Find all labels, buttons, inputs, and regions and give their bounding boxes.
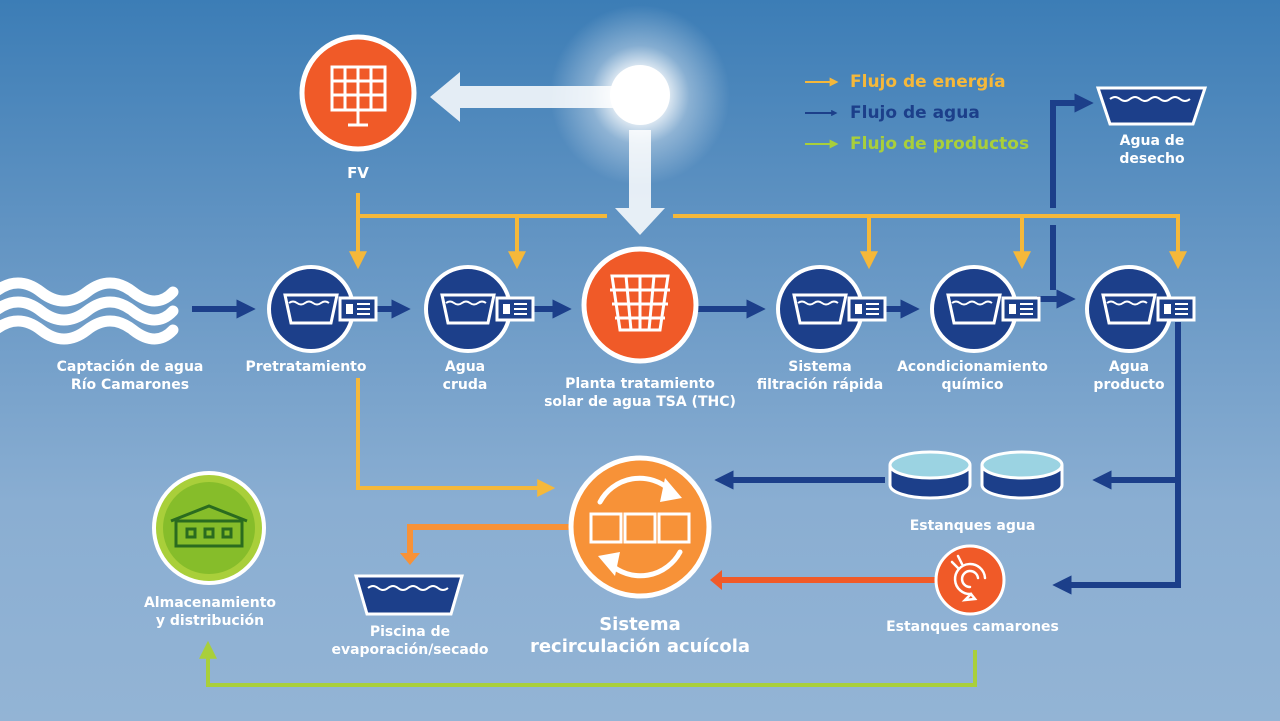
water-ponds-icon <box>888 450 1064 500</box>
waste-water-label: Agua de desecho <box>1119 133 1185 167</box>
intake-label: Captación de agua Río Camarones <box>56 359 204 393</box>
tanks-icon <box>589 512 691 544</box>
water-ponds-label: Estanques agua <box>909 518 1036 534</box>
waste-water-tank-icon <box>1095 86 1208 126</box>
filtration-label: Sistema filtración rápida <box>756 359 884 393</box>
energy-flow-lines <box>349 193 1187 497</box>
residue-flow-lines <box>407 524 935 583</box>
legend-products-label: Flujo de productos <box>850 134 1030 154</box>
recycle-icon <box>597 475 683 579</box>
product-water-label: Agua producto <box>1093 359 1165 393</box>
evaporation-pool-icon <box>354 574 464 616</box>
legend-water-label: Flujo de agua <box>850 103 980 123</box>
fv-node <box>299 34 417 152</box>
warehouse-icon <box>170 504 248 548</box>
shrimp-icon <box>950 554 987 602</box>
pretreatment-label: Pretratamiento <box>245 359 367 375</box>
river-waves-icon <box>0 277 179 345</box>
recirculation-label: Sistema recirculación acuícola <box>529 614 751 657</box>
fv-label: FV <box>347 164 369 182</box>
solar-collector-icon <box>610 274 670 332</box>
recirculation-node <box>568 455 712 599</box>
storage-node <box>152 471 266 585</box>
water-flow-lines <box>192 93 1181 595</box>
conditioning-node <box>930 265 1041 353</box>
conditioning-label: Acondicionamiento químico <box>897 359 1048 393</box>
pretreatment-node <box>267 265 378 353</box>
filtration-node <box>776 265 887 353</box>
sunlight-to-fv-arrow <box>430 72 615 122</box>
product-flow-line <box>199 640 977 687</box>
evaporation-pool-label: Piscina de evaporación/secado <box>331 624 489 658</box>
solar-plant-node <box>581 246 699 364</box>
solar-panel-icon <box>330 65 387 127</box>
shrimp-ponds-node <box>934 544 1006 616</box>
raw-water-node <box>424 265 535 353</box>
raw-water-label: Agua cruda <box>442 359 488 393</box>
shrimp-ponds-label: Estanques camarones <box>886 619 1059 635</box>
storage-label: Almacenamiento y distribución <box>143 595 277 629</box>
product-water-node <box>1085 265 1196 353</box>
sunlight-down-arrow <box>615 130 665 235</box>
legend-energy-label: Flujo de energía <box>850 72 1006 92</box>
solar-plant-label: Planta tratamiento solar de agua TSA (TH… <box>544 376 736 410</box>
